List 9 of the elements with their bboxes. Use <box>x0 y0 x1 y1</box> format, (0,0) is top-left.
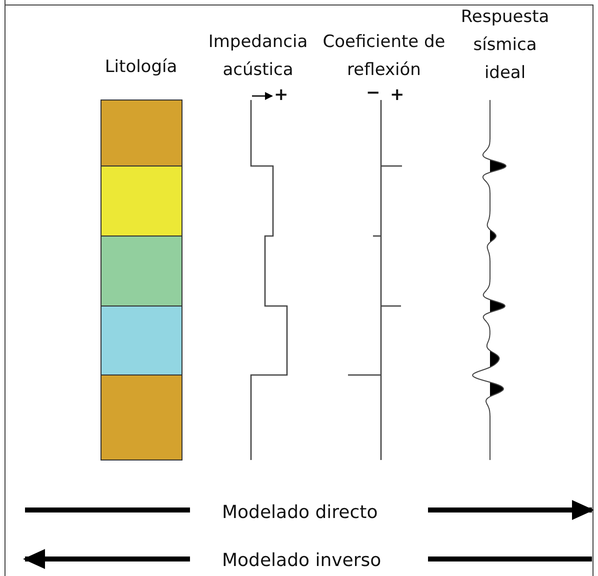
axis-sign: + <box>274 86 288 104</box>
column-heading: Impedancia acústica <box>207 31 309 82</box>
axis-sign: + <box>390 86 404 104</box>
column-heading: Respuesta sísmica ideal <box>460 6 550 85</box>
column-heading: Coeficiente de reflexión <box>322 31 446 82</box>
column-heading: Litología <box>104 56 178 79</box>
caption-text: Modelado directo <box>222 502 378 524</box>
caption-text: Modelado inverso <box>222 550 382 572</box>
axis-sign: − <box>366 84 380 102</box>
